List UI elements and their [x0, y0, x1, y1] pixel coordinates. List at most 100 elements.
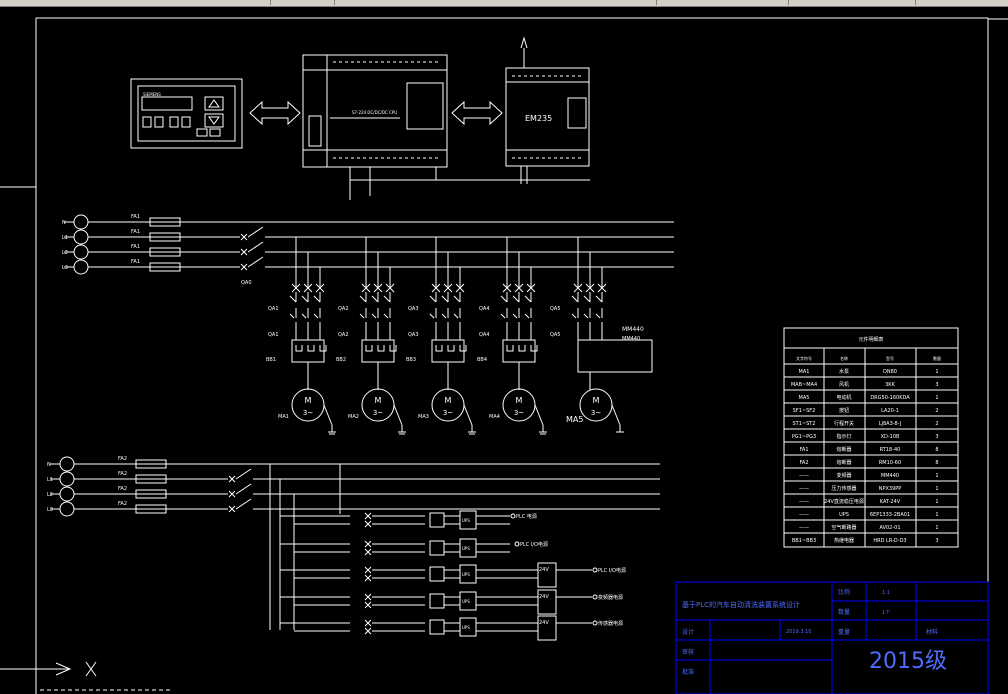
line-label-a: L3 [62, 265, 68, 271]
fuse-label-a: FA1 [131, 259, 140, 265]
table-header: 数量 [933, 355, 941, 361]
branch-switch-label: QA4 [479, 306, 490, 312]
inverter-label: MM440 [622, 326, 644, 333]
design-label: 设计 [682, 628, 694, 636]
table-cell: 24V直流稳压电源 [824, 498, 864, 505]
table-cell: 按钮 [839, 407, 849, 414]
relay-label: BB3 [406, 357, 416, 363]
comm-arrow-icon [249, 100, 301, 126]
relay-label: BB4 [477, 357, 487, 363]
table-cell: 1 [935, 369, 938, 375]
inverter-sub-label: MM440 [622, 336, 640, 342]
hmi-panel [130, 78, 243, 149]
table-cell: LJ8A3-8-J [879, 421, 902, 427]
qty-value: 1个 [882, 610, 890, 616]
fuse-label-b: FA2 [118, 501, 127, 507]
table-cell: MAB~MA4 [791, 382, 817, 388]
branch-switch-label: QA2 [338, 306, 349, 312]
line-label-b: L2 [47, 492, 53, 498]
contactor-label: QA5 [550, 332, 561, 338]
table-cell: —— [799, 525, 809, 531]
power-b-branch [280, 538, 510, 558]
comm-arrow-icon [451, 100, 503, 126]
psu-label: 24V [539, 620, 549, 626]
motor-tag: MA1 [278, 414, 289, 420]
toolbar-segment[interactable] [790, 0, 916, 5]
line-label-a: N [62, 220, 66, 226]
table-cell: 1 [935, 499, 938, 505]
table-cell: LA20-1 [881, 408, 899, 414]
table-cell: ST1~ST2 [792, 421, 815, 427]
line-label-b: L1 [47, 477, 53, 483]
toolbar-segment[interactable] [658, 0, 789, 5]
fuse-label-b: FA2 [118, 456, 127, 462]
relay-label: BB2 [336, 357, 346, 363]
table-cell: 风机 [839, 381, 849, 388]
table-cell: 1 [935, 395, 938, 401]
table-cell: 熔断器 [836, 446, 851, 453]
table-cell: XD-10B [881, 434, 900, 440]
table-cell: 熔断器 [836, 459, 851, 466]
motor-phase: 3~ [373, 409, 383, 417]
table-cell: DRG50-160KDA [870, 395, 910, 401]
table-cell: 3 [935, 434, 938, 440]
table-cell: 变频器 [836, 472, 851, 479]
line-label-a: L2 [62, 250, 68, 256]
fuse-label-b: FA2 [118, 486, 127, 492]
table-cell: AV02-01 [879, 525, 900, 531]
table-cell: MA5 [799, 395, 810, 401]
qty-label: 数量 [838, 608, 850, 616]
fuse-label-b: FA2 [118, 471, 127, 477]
table-cell: 8 [935, 447, 938, 453]
table-cell: FA2 [799, 460, 808, 466]
line-label-b: N [47, 462, 51, 468]
table-cell: —— [799, 486, 809, 492]
table-cell: 压力传感器 [831, 485, 856, 492]
contactor-label: QA1 [268, 332, 279, 338]
parts-table-frame [783, 327, 959, 548]
table-cell: MA1 [799, 369, 810, 375]
contactor-label: QA2 [338, 332, 349, 338]
motor-phase: 3~ [303, 409, 313, 417]
table-cell: HRD LR-D-D3 [873, 538, 906, 544]
table-cell: RM10-60 [879, 460, 901, 466]
toolbar-strip [0, 0, 1008, 7]
contactor-label: QA3 [408, 332, 419, 338]
relay-label: BB1 [266, 357, 276, 363]
ups-label: UPS [462, 572, 470, 577]
bus-b [50, 456, 660, 630]
table-cell: 1 [935, 512, 938, 518]
design-date: 2019.3.10 [786, 629, 811, 635]
ups-label: UPS [462, 599, 470, 604]
grade-label: 2015级 [869, 649, 947, 674]
fuse-label-a: FA1 [131, 244, 140, 250]
motor-tag: MA2 [348, 414, 359, 420]
table-cell: 1 [935, 525, 938, 531]
table-cell: —— [799, 473, 809, 479]
toolbar-segment[interactable] [0, 0, 271, 5]
table-cell: SF1~SF2 [793, 408, 816, 414]
table-cell: —— [799, 512, 809, 518]
approve-label: 批准 [682, 668, 694, 676]
table-header: 文字符号 [796, 355, 812, 361]
material-label: 材料 [926, 628, 938, 636]
table-cell: 3KK [885, 382, 895, 388]
table-header: 名称 [840, 355, 848, 361]
title-block [675, 581, 989, 694]
table-cell: —— [799, 499, 809, 505]
weight-label: 重量 [838, 628, 850, 636]
scale-value: 1:1 [882, 590, 890, 596]
motor-symbol: M [305, 396, 312, 405]
scale-label: 比例 [838, 588, 850, 596]
motor-phase: 3~ [514, 409, 524, 417]
toolbar-segment[interactable] [336, 0, 657, 5]
motor-symbol: M [375, 396, 382, 405]
table-cell: BB1~BB3 [792, 538, 816, 544]
table-cell: NPX39PP [879, 486, 902, 492]
ups-label: UPS [462, 546, 470, 551]
line-label-a: L1 [62, 235, 68, 241]
toolbar-segment[interactable] [272, 0, 335, 5]
table-header: 型号 [886, 355, 894, 361]
motor-branch [359, 237, 406, 435]
